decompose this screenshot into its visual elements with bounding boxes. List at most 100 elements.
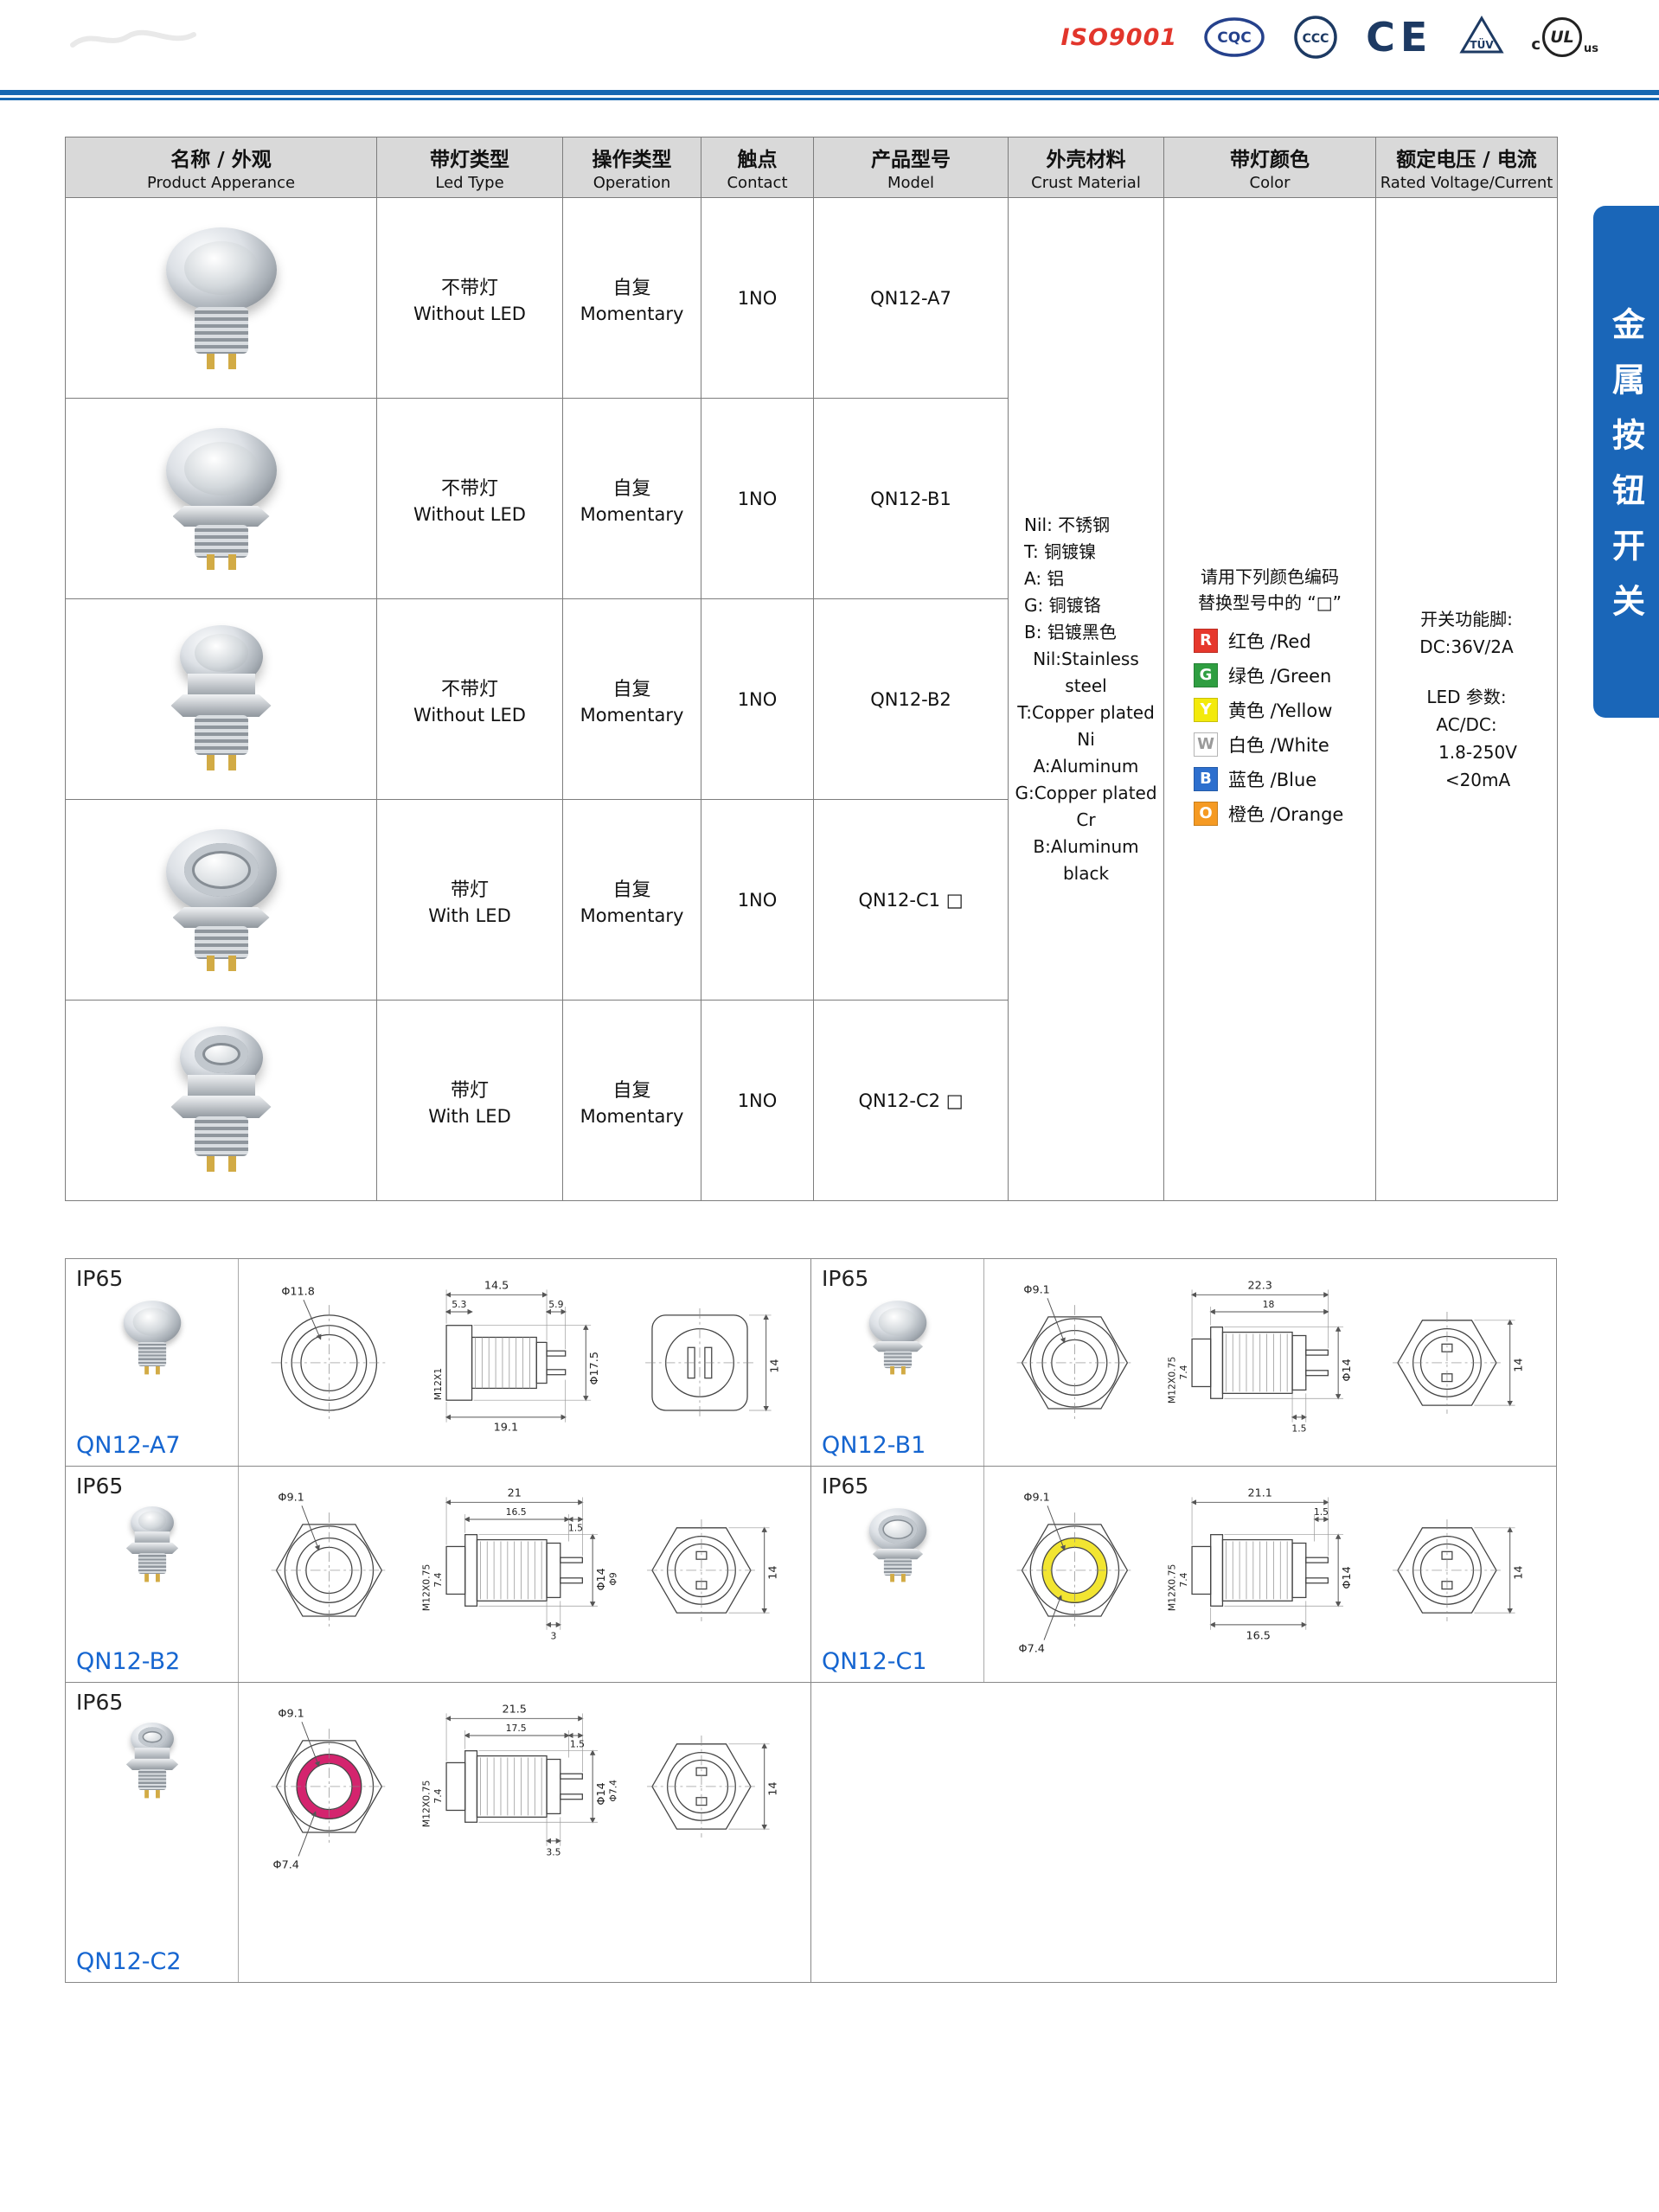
thread-label: M12X0.75 — [1166, 1357, 1177, 1404]
drawing-area: Φ9.1 Φ7.4 21.5 — [239, 1683, 810, 1982]
color-label: 绿色 /Green — [1228, 665, 1332, 687]
dimension-drawing: Φ9.1 22.3 18 — [1016, 1279, 1525, 1435]
dim-label: 1.5 — [1314, 1506, 1329, 1518]
contact-value: 1NO — [737, 287, 778, 309]
side-view: 21 16.5 1.5 M12X0.75 7.4 Φ14 Φ9 — [420, 1486, 618, 1641]
contact-cell: 1NO — [701, 197, 814, 399]
drawing-info: IP65 QN12-C1 — [811, 1467, 984, 1682]
drawing-cell-qn12-c1: IP65 QN12-C1 Φ9.1 Φ7.4 — [811, 1467, 1557, 1683]
rated-line: <20mA — [1444, 769, 1511, 790]
rear-view: 14 — [645, 1308, 781, 1417]
drawing-area: Φ9.1 22.3 18 — [984, 1259, 1556, 1466]
dim-label: 5.9 — [548, 1299, 563, 1310]
led-type-zh: 带灯 — [450, 1079, 489, 1102]
dim-label: Φ14 — [1341, 1359, 1354, 1381]
rear-view: 14 — [1393, 1518, 1525, 1621]
empty-cell — [811, 1683, 1557, 1983]
rated-line: LED 参数: — [1426, 686, 1507, 707]
drawing-info: IP65 QN12-B2 — [66, 1467, 239, 1682]
drawing-model-label: QN12-C1 — [822, 1648, 927, 1675]
ip-rating-label: IP65 — [76, 1690, 124, 1715]
operation-zh: 自复 — [612, 678, 651, 700]
led-type-zh: 不带灯 — [440, 477, 498, 500]
tuv-badge: TÜV — [1459, 16, 1504, 54]
drawing-model-label: QN12-C2 — [76, 1948, 182, 1975]
model-value: QN12-B2 — [870, 688, 951, 710]
ip-rating-label: IP65 — [822, 1266, 869, 1291]
side-view: 14.5 5.3 5.9 M12X1 Φ17.5 19.1 — [432, 1279, 601, 1434]
certification-badges: ISO9001 CQC CCC CE TÜV c UL us — [1061, 10, 1598, 64]
ul-prefix: c — [1531, 35, 1540, 54]
ip-rating-label: IP65 — [76, 1474, 124, 1499]
drawing-area: Φ11.8 14.5 5.3 — [239, 1259, 810, 1466]
col-header-en: Crust Material — [1031, 174, 1141, 192]
svg-text:CCC: CCC — [1303, 32, 1329, 46]
drawing-area: Φ9.1 Φ7.4 21.1 — [984, 1467, 1556, 1682]
dim-label: Φ9.1 — [278, 1707, 304, 1720]
ce-badge: CE — [1366, 14, 1433, 61]
crust-line: Nil: 不锈钢 — [1024, 514, 1111, 535]
led-type-en: Without LED — [413, 303, 526, 324]
led-type-zh: 不带灯 — [440, 678, 498, 700]
led-type-en: Without LED — [413, 503, 526, 525]
dim-label: Φ14 — [1341, 1566, 1354, 1589]
col-header-en: Color — [1249, 174, 1291, 192]
dimension-drawing: Φ9.1 21 16.5 — [271, 1486, 779, 1642]
drawing-area: Φ9.1 21 16.5 — [239, 1467, 810, 1682]
model-value: QN12-B1 — [870, 488, 951, 509]
crust-line: T:Copper plated Ni — [1017, 701, 1155, 750]
model-cell: QN12-B1 — [813, 398, 1009, 599]
crust-line: B:Aluminum black — [1033, 835, 1139, 884]
rated-voltage-cell: 开关功能脚: DC:36V/2A LED 参数: AC/DC: 1.8-250V… — [1375, 197, 1558, 1201]
color-label: 蓝色 /Blue — [1228, 769, 1317, 790]
color-label: 橙色 /Orange — [1228, 803, 1344, 825]
color-swatch-white: W — [1194, 732, 1218, 757]
thread-label: M12X0.75 — [1166, 1564, 1177, 1612]
product-photo — [859, 1298, 935, 1377]
crust-line: Nil:Stainless steel — [1033, 648, 1139, 696]
ip-rating-label: IP65 — [822, 1474, 869, 1499]
dimension-drawing: Φ9.1 Φ7.4 21.5 — [271, 1703, 779, 1871]
dim-label: 21 — [508, 1486, 522, 1499]
dim-label: 7.4 — [432, 1572, 444, 1587]
color-swatch-red: R — [1194, 628, 1218, 653]
dim-label: 18 — [1263, 1299, 1275, 1310]
contact-cell: 1NO — [701, 799, 814, 1001]
rear-view: 14 — [647, 1735, 779, 1838]
dim-label: 14.5 — [484, 1279, 509, 1292]
led-type-en: With LED — [428, 1105, 511, 1127]
contact-value: 1NO — [737, 1090, 778, 1111]
crust-line: B: 铝镀黑色 — [1024, 621, 1117, 643]
model-value: QN12-A7 — [870, 287, 951, 309]
dim-label: Φ17.5 — [588, 1352, 601, 1384]
col-header-zh: 操作类型 — [592, 149, 672, 171]
led-type-zh: 不带灯 — [440, 277, 498, 299]
crust-line: G:Copper plated Cr — [1015, 782, 1157, 830]
col-header-zh: 名称 / 外观 — [170, 149, 272, 171]
product-photo — [148, 824, 295, 975]
rated-line: 1.8-250V — [1438, 741, 1517, 763]
led-type-cell: 不带灯 Without LED — [376, 197, 563, 399]
ul-circle: UL — [1542, 17, 1582, 57]
svg-text:TÜV: TÜV — [1470, 38, 1495, 51]
front-view: Φ9.1 — [1016, 1283, 1133, 1421]
dim-label: Φ7.4 — [1019, 1642, 1045, 1655]
ul-badge: c UL us — [1531, 17, 1598, 57]
dim-label: 17.5 — [506, 1723, 527, 1734]
crust-line: A: 铝 — [1024, 567, 1065, 589]
dim-label: Φ14 — [595, 1568, 608, 1590]
dim-label: 14 — [1512, 1359, 1525, 1372]
side-view: 21.1 1.5 M12X0.75 7.4 Φ14 16.5 — [1166, 1486, 1353, 1642]
iso9001-badge: ISO9001 — [1060, 23, 1178, 51]
crust-line: T: 铜镀镍 — [1024, 540, 1097, 562]
